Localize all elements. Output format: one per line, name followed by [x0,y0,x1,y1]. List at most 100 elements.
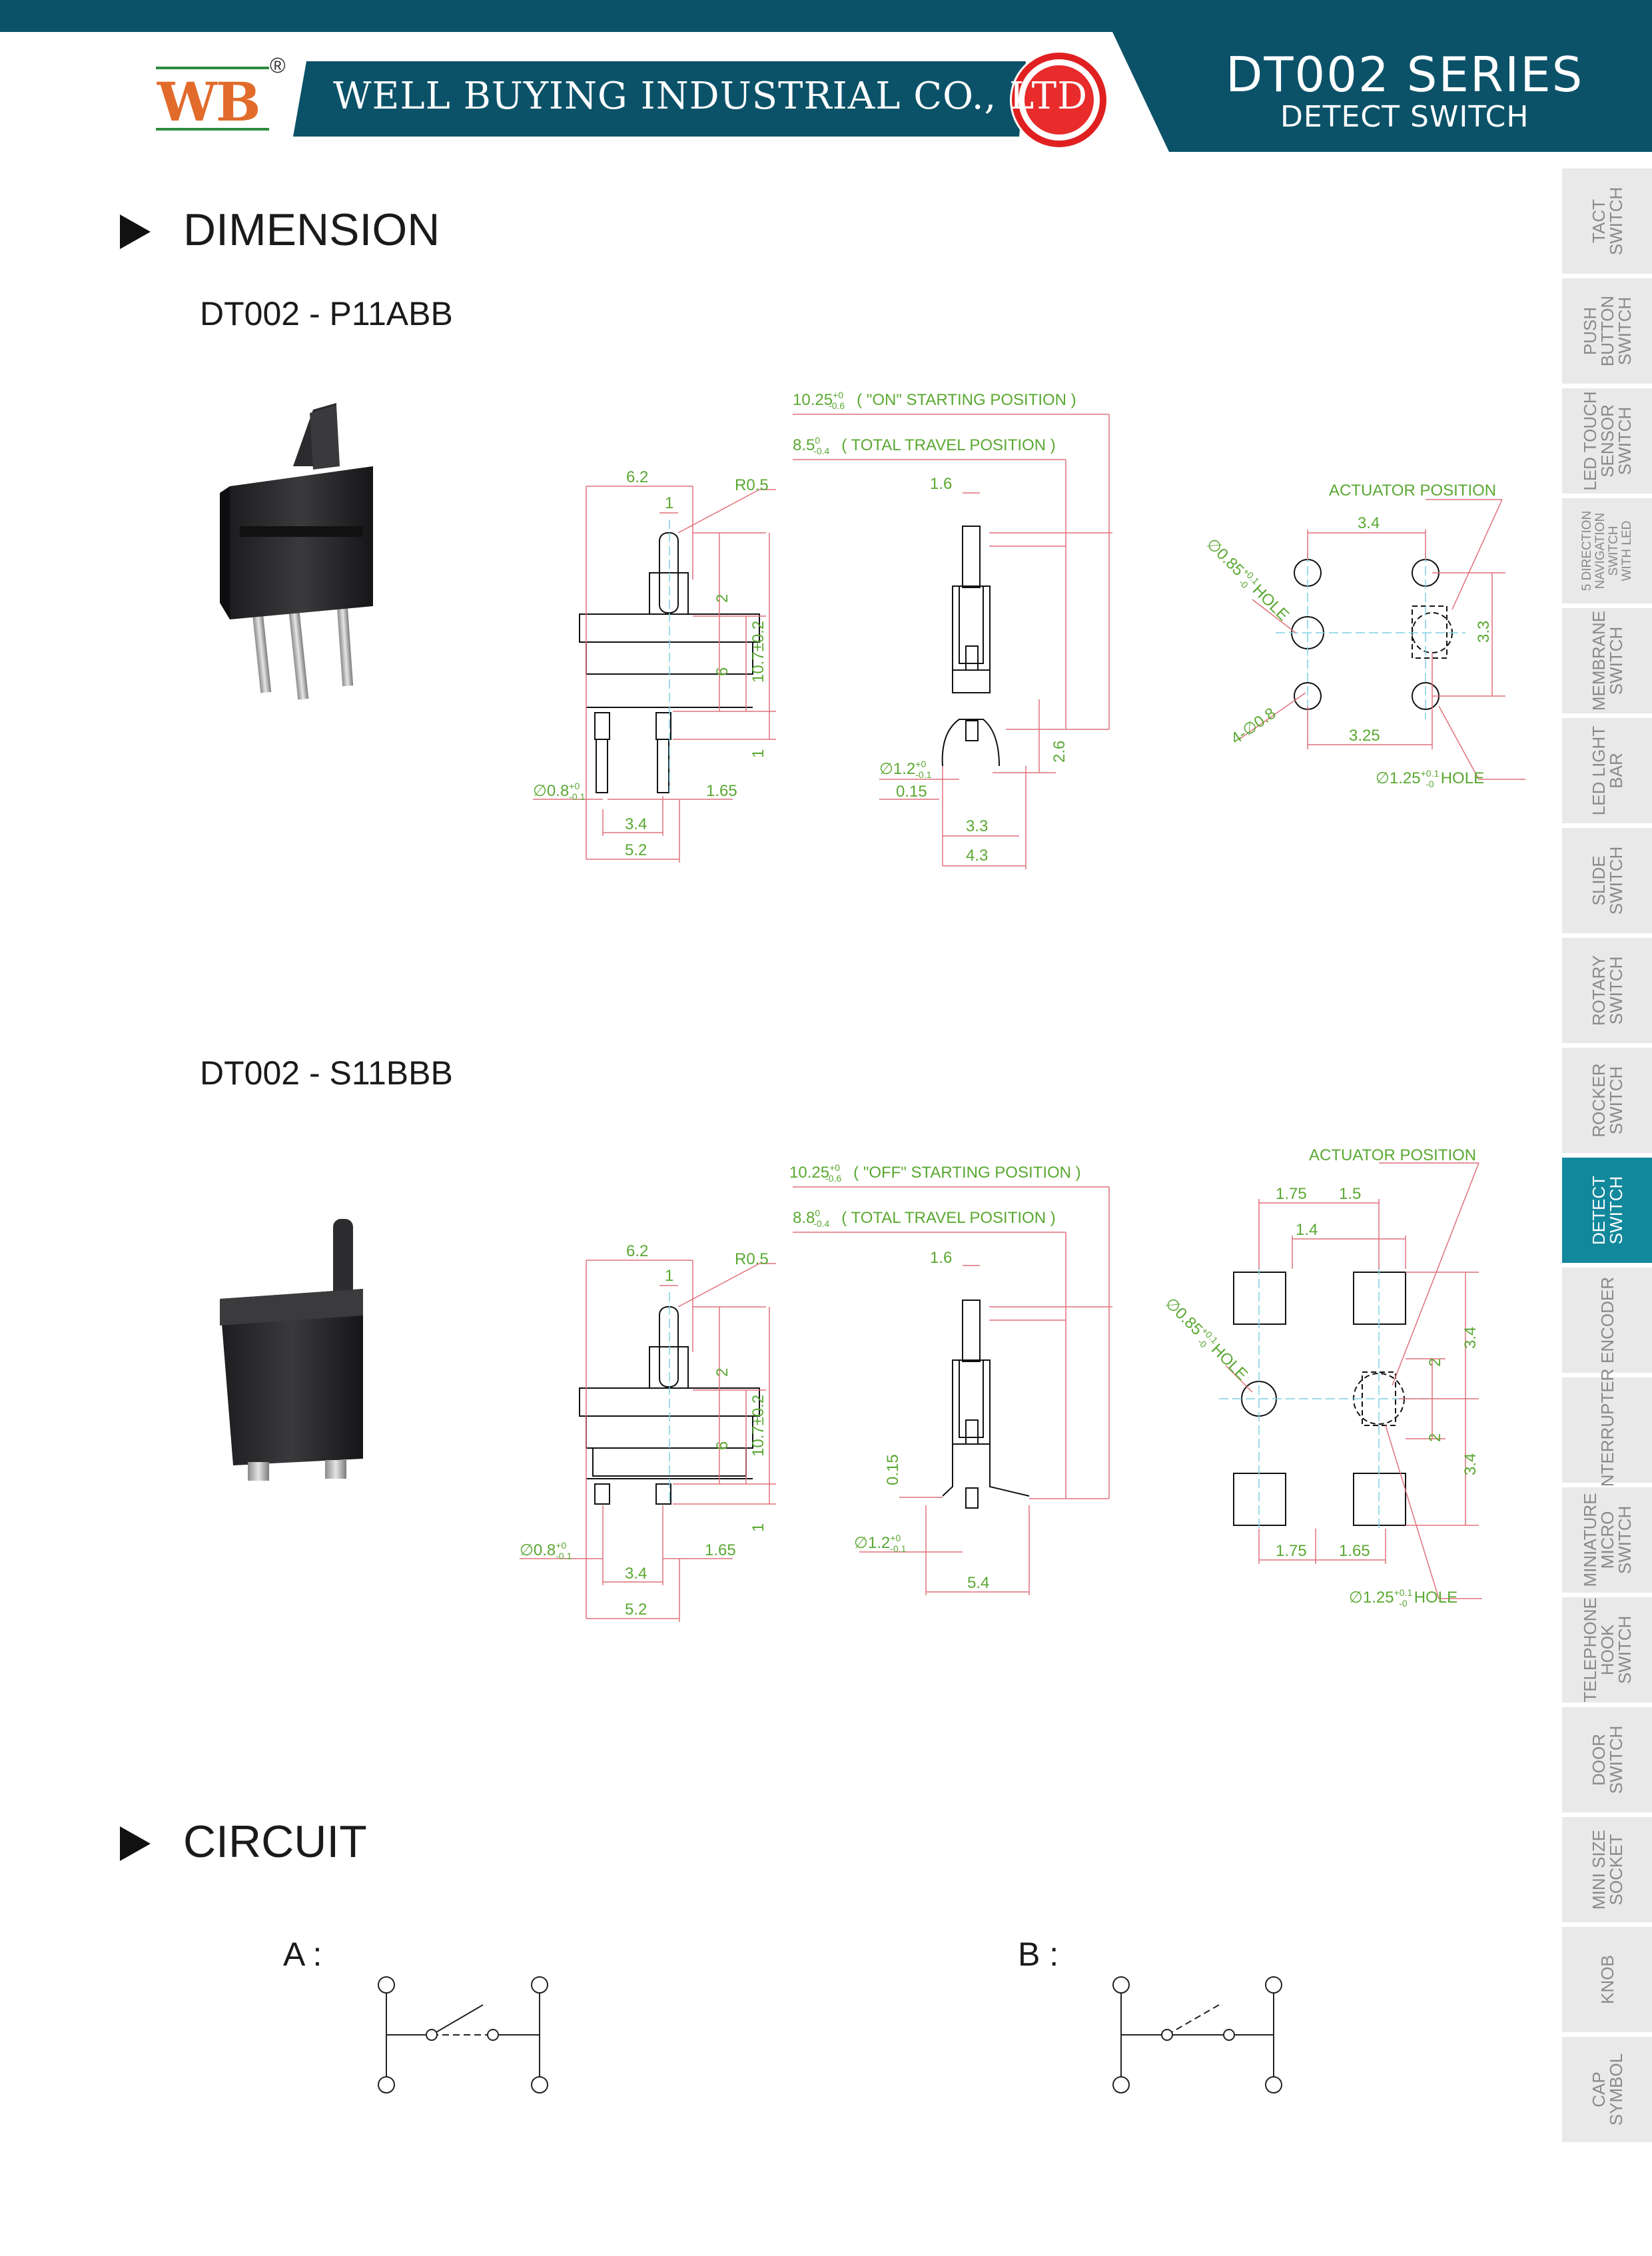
svg-text:1.65: 1.65 [706,782,737,800]
svg-text:∅1.2+0-0.1: ∅1.2+0-0.1 [879,759,932,780]
sidebar-tab-label: ENCODER [1597,1276,1617,1364]
logo-bottom-line [156,128,269,131]
sidebar-tab-label: KNOB [1597,1955,1617,2004]
product-photo-a [220,403,373,700]
drawing-b-pcb-centerlines [1219,1266,1432,1532]
svg-text:∅0.85+0.1-0HOLE: ∅0.85+0.1-0HOLE [1202,534,1294,626]
svg-text:1: 1 [665,1267,673,1285]
svg-text:∅0.8+0-0.1: ∅0.8+0-0.1 [533,781,586,802]
sidebar-tab-label: DETECT SWITCH [1588,1176,1626,1245]
svg-text:R0.5: R0.5 [735,476,769,494]
dimension-bullet-icon [120,214,151,249]
series-title: DT002 SERIES [1226,47,1584,103]
circuit-a-diagram [378,1976,548,2093]
sidebar-tab-cap-symbol[interactable]: CAP SYMBOL [1562,2035,1652,2142]
sidebar-tab-push-button-switch[interactable]: PUSH BUTTON SWITCH [1562,276,1652,384]
svg-text:6: 6 [713,1441,731,1450]
sidebar-tab-label: TACT SWITCH [1588,187,1626,256]
svg-text:2: 2 [1426,1433,1444,1442]
svg-text:1: 1 [749,749,767,758]
circuit-bullet-icon [120,1826,151,1861]
circuit-heading: CIRCUIT [183,1816,367,1867]
svg-text:3.4: 3.4 [1461,1327,1479,1349]
svg-text:2.6: 2.6 [1050,741,1068,763]
sidebar-tab-rocker-switch[interactable]: ROCKER SWITCH [1562,1046,1652,1153]
sidebar-tab-led-light-bar[interactable]: LED LIGHT BAR [1562,716,1652,823]
svg-text:10.7±0.2: 10.7±0.2 [749,621,767,683]
sidebar-tab-membrane-switch[interactable]: MEMBRANE SWITCH [1562,606,1652,713]
svg-text:1.65: 1.65 [1339,1542,1370,1560]
red-dot-icon [1025,65,1094,135]
svg-text:3.4: 3.4 [1461,1453,1479,1475]
svg-text:10.7±0.2: 10.7±0.2 [749,1395,767,1457]
sidebar-tab-5-direction-navigation-switch-with-led[interactable]: 5 DIRECTION NAVIGATION SWITCH WITH LED [1562,496,1652,603]
svg-text:1.6: 1.6 [930,475,952,493]
svg-text:1.5: 1.5 [1339,1185,1361,1203]
banner-shape [293,61,1026,137]
sidebar-tab-label: INTERRUPTER [1597,1368,1617,1492]
svg-text:2: 2 [1426,1358,1444,1367]
sidebar-tab-knob[interactable]: KNOB [1562,1925,1652,2032]
drawing-a-side-dims [793,414,1112,869]
header-shapes [293,32,1652,152]
sidebar-tab-interrupter[interactable]: INTERRUPTER [1562,1369,1652,1491]
sidebar-tab-miniature-micro-switch[interactable]: MINIATURE MICRO SWITCH [1562,1485,1652,1593]
sidebar-tab-door-switch[interactable]: DOOR SWITCH [1562,1705,1652,1812]
drawing-a-pcb-centerlines [1276,553,1465,719]
sidebar-tab-detect-switch[interactable]: DETECT SWITCH [1562,1156,1652,1263]
drawing-a-pcb-layout [1291,559,1453,710]
model-b-title: DT002 - S11BBB [200,1054,453,1092]
svg-text:10.25+0-0.6( "ON" STARTING P: 10.25+0-0.6( "ON" STARTING POSITION ) [793,390,1076,411]
logo-top-line [156,67,269,69]
sidebar-tab-tact-switch[interactable]: TACT SWITCH [1562,167,1652,274]
logo-text: WB [157,71,260,133]
model-a-title: DT002 - P11ABB [200,295,453,332]
registered-mark: ® [270,53,286,77]
sidebar-tab-label: MINIATURE MICRO SWITCH [1579,1493,1635,1587]
svg-text:3.3: 3.3 [966,817,988,835]
svg-text:1.6: 1.6 [930,1249,952,1267]
sidebar-tab-label: CAP SYMBOL [1588,2053,1626,2126]
svg-text:2: 2 [713,1368,731,1377]
svg-text:ACTUATOR POSITION: ACTUATOR POSITION [1329,482,1496,500]
sidebar-tab-label: MEMBRANE SWITCH [1588,610,1626,711]
svg-text:∅1.2+0-0.1: ∅1.2+0-0.1 [854,1533,907,1554]
technical-drawings: 10.25+0-0.6( "ON" STARTING POSITION ) 8.… [220,390,1525,2093]
sidebar-tab-label: SLIDE SWITCH [1588,846,1626,915]
svg-text:5.2: 5.2 [625,1601,647,1619]
sidebar-tab-telephone-hook-switch[interactable]: TELEPHONE HOOK SWITCH [1562,1595,1652,1702]
svg-text:3.4: 3.4 [1358,514,1380,532]
sidebar-tab-slide-switch[interactable]: SLIDE SWITCH [1562,826,1652,933]
svg-text:1.65: 1.65 [705,1541,736,1559]
svg-text:1: 1 [665,494,673,512]
svg-text:2: 2 [713,594,731,603]
svg-text:4.3: 4.3 [966,847,988,865]
circuit-a-label: A : [283,1936,322,1973]
svg-text:8.50-0.4( TOTAL TRAVEL POSIT: 8.50-0.4( TOTAL TRAVEL POSITION ) [793,435,1056,456]
drawing-b-labels: 10.25+0-0.6( "OFF" STARTING POSITION ) 8… [520,1146,1479,1619]
dimension-heading: DIMENSION [183,204,440,255]
sidebar-tab-label: ROCKER SWITCH [1588,1063,1626,1138]
svg-text:3.4: 3.4 [625,1565,647,1583]
drawing-a-side-view [941,526,1000,767]
svg-text:8.80-0.4( TOTAL TRAVEL POSIT: 8.80-0.4( TOTAL TRAVEL POSITION ) [793,1208,1056,1229]
drawing-b-side-dims [793,1186,1112,1595]
drawing-a-pcb-dims [1238,499,1525,780]
svg-text:5.4: 5.4 [967,1574,989,1592]
svg-text:3.25: 3.25 [1349,727,1380,745]
svg-text:1.4: 1.4 [1296,1221,1318,1239]
svg-text:1: 1 [749,1523,767,1532]
sidebar-tab-encoder[interactable]: ENCODER [1562,1266,1652,1373]
sidebar-tab-led-touch-sensor-switch[interactable]: LED TOUCH SENSOR SWITCH [1562,386,1652,494]
svg-text:R0.5: R0.5 [735,1250,769,1268]
svg-text:∅0.85+0.1-0HOLE: ∅0.85+0.1-0HOLE [1160,1294,1252,1385]
svg-text:10.25+0-0.6( "OFF" STARTING: 10.25+0-0.6( "OFF" STARTING POSITION ) [789,1162,1081,1184]
svg-text:3.3: 3.3 [1475,621,1493,643]
sidebar-tab-label: PUSH BUTTON SWITCH [1579,295,1635,367]
drawing-b-side-view [942,1300,1030,1509]
sidebar-tab-label: MINI SIZE SOCKET [1588,1830,1626,1910]
sidebar-tab-label: ROTARY SWITCH [1588,955,1626,1026]
sidebar-tab-label: DOOR SWITCH [1588,1725,1626,1794]
sidebar-tab-mini-size-socket[interactable]: MINI SIZE SOCKET [1562,1815,1652,1922]
sidebar-tab-rotary-switch[interactable]: ROTARY SWITCH [1562,936,1652,1043]
